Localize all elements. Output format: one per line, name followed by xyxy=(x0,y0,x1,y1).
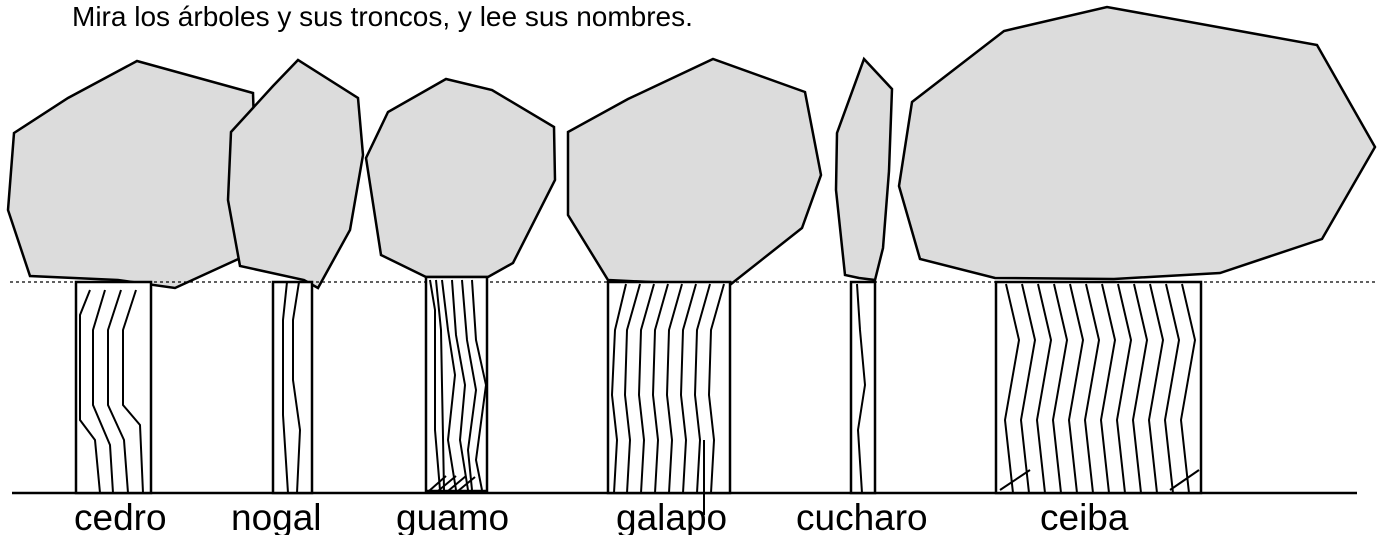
trunk-cucharo xyxy=(849,280,877,495)
grain-line xyxy=(457,476,476,492)
grain-line xyxy=(1115,283,1133,494)
grain-line xyxy=(282,281,289,494)
grain-line xyxy=(1083,283,1101,494)
grain-line xyxy=(651,283,669,494)
grain-line xyxy=(79,289,101,494)
grain-line xyxy=(447,475,467,492)
grain-line xyxy=(1179,283,1197,494)
grain-line xyxy=(623,283,641,494)
grain-line xyxy=(610,283,627,494)
grain-line xyxy=(1099,283,1117,494)
label-guamo: guamo xyxy=(396,497,509,535)
crown-cedro xyxy=(6,59,260,290)
grain-line xyxy=(1067,283,1085,494)
label-galapo: galapo xyxy=(616,497,727,535)
grain-line xyxy=(122,289,144,494)
grain-line xyxy=(679,283,697,494)
grain-line xyxy=(1131,283,1149,494)
grain-line xyxy=(999,469,1031,491)
crown-nogal xyxy=(226,58,365,290)
label-cucharo: cucharo xyxy=(796,497,928,535)
tree-labels: cedro nogal guamo galapo cucharo ceiba xyxy=(74,497,1129,535)
label-nogal: nogal xyxy=(231,497,322,535)
crown-cucharo xyxy=(834,56,894,282)
grain-line xyxy=(637,283,655,494)
grain-line xyxy=(428,475,447,492)
grain-line xyxy=(451,279,469,491)
grain-line xyxy=(856,283,867,494)
label-cedro: cedro xyxy=(74,497,167,535)
trunk-cedro xyxy=(74,280,153,495)
grain-line xyxy=(1035,283,1053,494)
grain-line xyxy=(429,279,441,491)
tree-trunks xyxy=(74,275,1203,515)
grain-line xyxy=(92,289,114,494)
tree-crowns xyxy=(6,5,1377,290)
label-ceiba: ceiba xyxy=(1040,497,1129,535)
crown-galapo xyxy=(566,57,823,290)
grain-line xyxy=(665,283,683,494)
trunk-nogal xyxy=(271,280,314,495)
grain-line xyxy=(441,279,457,491)
instruction-text: Mira los árboles y sus troncos, y lee su… xyxy=(72,1,693,32)
grain-line xyxy=(1003,283,1021,494)
grain-line xyxy=(292,281,302,494)
grain-line xyxy=(471,279,488,491)
grain-line xyxy=(461,279,478,491)
grain-line xyxy=(437,475,457,492)
grain-line xyxy=(1169,469,1200,491)
grain-line xyxy=(693,283,711,494)
grain-line xyxy=(1019,283,1037,494)
grain-line xyxy=(1163,283,1181,494)
grain-line xyxy=(1147,283,1165,494)
grain-line xyxy=(707,283,725,494)
crown-ceiba xyxy=(897,5,1377,281)
crown-guamo xyxy=(364,77,557,279)
grain-line xyxy=(107,289,129,494)
grain-line xyxy=(435,279,445,491)
grain-line xyxy=(1051,283,1069,494)
trunk-galapo xyxy=(606,280,732,495)
